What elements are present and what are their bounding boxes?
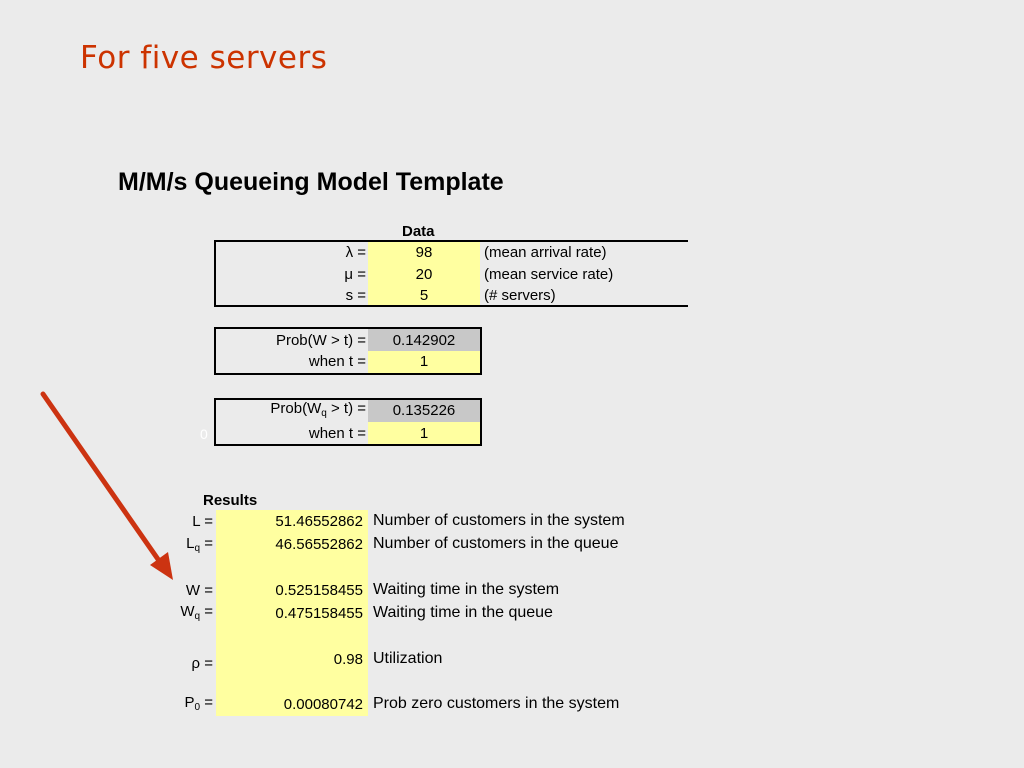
result-L-label: L =: [192, 513, 213, 530]
result-W-label: W =: [185, 582, 213, 599]
prob-w-t-value[interactable]: 1: [419, 353, 429, 370]
prob-wq-t-cell: [368, 422, 480, 444]
slide-title: For five servers: [80, 40, 328, 76]
result-L-value: 51.46552862: [275, 513, 363, 530]
prob-w-output-cell: [368, 329, 480, 351]
data-header: Data: [402, 223, 435, 240]
result-Lq-value: 46.56552862: [275, 536, 363, 553]
result-P0-label: P0 =: [184, 694, 213, 713]
result-P0-value: 0.00080742: [283, 696, 363, 713]
prob-wq-value: 0.135226: [392, 402, 456, 419]
result-rho-value: 0.98: [333, 651, 363, 668]
result-W-value: 0.525158455: [275, 582, 363, 599]
mu-value[interactable]: 20: [415, 266, 433, 283]
lambda-value[interactable]: 98: [415, 244, 433, 261]
lambda-description: (mean arrival rate): [484, 244, 607, 261]
result-Wq-description: Waiting time in the queue: [373, 604, 553, 621]
prob-w-t-label: when t =: [308, 353, 366, 370]
result-L-description: Number of customers in the system: [373, 512, 625, 529]
results-column: [216, 510, 368, 716]
result-Lq-label: Lq =: [186, 535, 213, 554]
mu-label: μ =: [344, 266, 366, 283]
pointer-arrow: [40, 391, 173, 580]
mu-description: (mean service rate): [484, 266, 614, 283]
result-Wq-value: 0.475158455: [275, 605, 363, 622]
result-P0-description: Prob zero customers in the system: [373, 695, 620, 712]
arrow-shaft: [40, 391, 165, 568]
result-rho-label: ρ =: [191, 655, 213, 672]
result-W-description: Waiting time in the system: [373, 581, 560, 598]
result-Lq-description: Number of customers in the queue: [373, 535, 619, 552]
data-table: [214, 240, 688, 307]
prob-w-value: 0.142902: [392, 332, 456, 349]
prob-wq-output-cell: [368, 400, 480, 422]
template-title: M/M/s Queueing Model Template: [118, 168, 504, 196]
lambda-label: λ =: [345, 244, 366, 261]
data-input-column: [368, 242, 480, 305]
prob-wq-t-value[interactable]: 1: [419, 425, 429, 442]
prob-w-table: [214, 327, 482, 375]
servers-label: s =: [345, 287, 366, 304]
results-header: Results: [203, 492, 258, 509]
servers-description: (# servers): [484, 287, 556, 304]
prob-w-label: Prob(W > t) =: [275, 332, 366, 349]
result-rho-description: Utilization: [373, 650, 443, 667]
result-Wq-label: Wq =: [180, 603, 213, 622]
prob-wq-t-label: when t =: [308, 425, 366, 442]
prob-wq-table: [214, 398, 482, 446]
prob-w-t-cell: [368, 351, 480, 373]
prob-wq-label: Prob(Wq > t) =: [270, 400, 366, 419]
servers-value[interactable]: 5: [419, 287, 429, 304]
arrow-head: [150, 552, 173, 580]
stray-cell-text: 0: [200, 426, 208, 442]
